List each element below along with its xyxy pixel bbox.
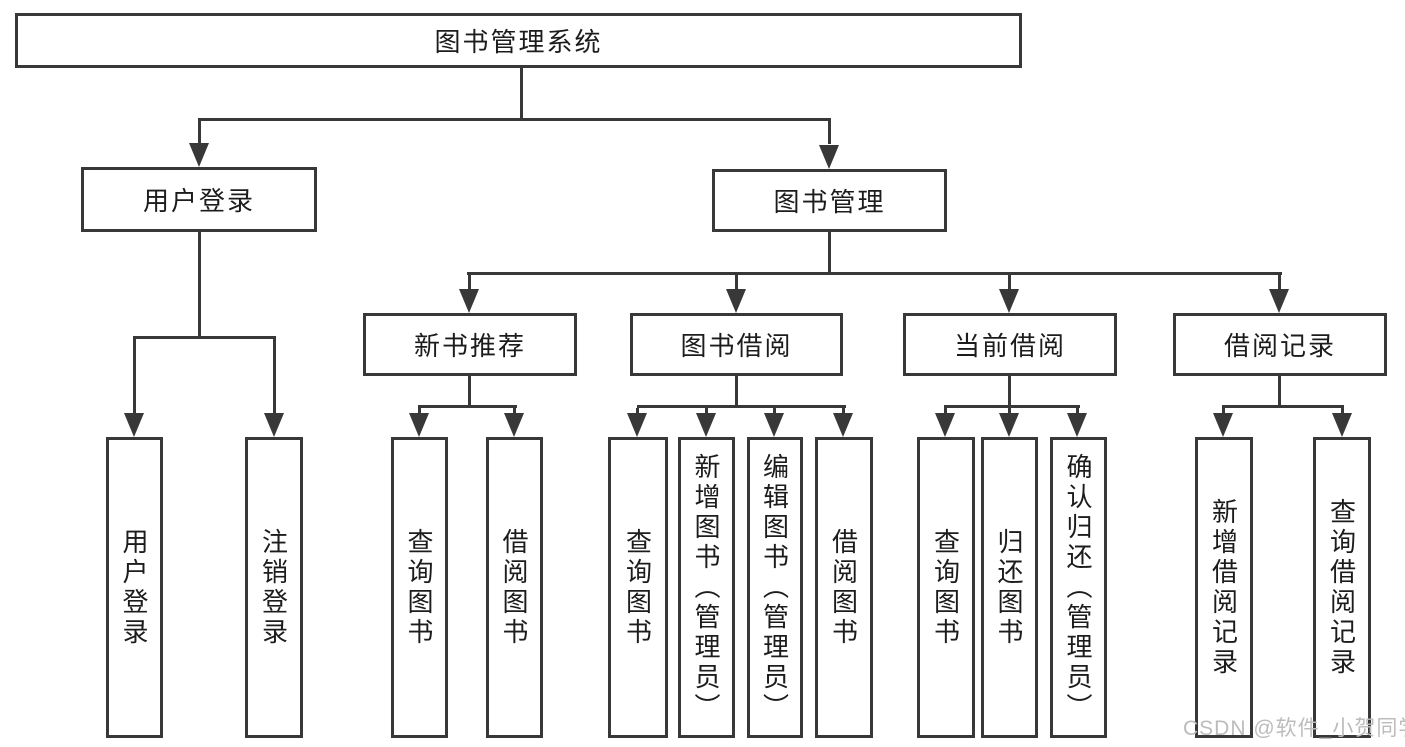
leaf-logout: 注销登录	[245, 437, 303, 738]
arrowhead-down	[833, 413, 853, 437]
connector-stem	[735, 275, 738, 291]
leaf-br-query-record: 查询借阅记录	[1313, 437, 1371, 738]
connector-stem	[273, 339, 276, 415]
connector-userlogin-hbar	[133, 336, 276, 339]
arrowhead-down	[264, 413, 284, 437]
leaf-cb-query-books: 查询图书	[917, 437, 975, 738]
connector-group-hbar	[418, 405, 517, 408]
watermark: CSDN @软件_小贺同学	[1183, 717, 1405, 740]
connector-group-hbar	[637, 405, 846, 408]
arrowhead-down	[627, 413, 647, 437]
connector-group-hbar	[944, 405, 1080, 408]
arrowhead-down	[1269, 289, 1289, 313]
arrowhead-down	[999, 413, 1019, 437]
connector-userlogin-stem	[198, 232, 201, 339]
connector-stem	[198, 121, 201, 144]
leaf-user-login: 用户登录	[106, 437, 163, 738]
node-book-management: 图书管理	[712, 169, 947, 232]
connector-stem	[636, 408, 639, 416]
arrowhead-down	[1213, 413, 1233, 437]
connector-stem	[842, 408, 845, 416]
connector-stem	[513, 408, 516, 416]
connector-stem	[773, 408, 776, 416]
connector-stem	[1008, 275, 1011, 291]
connector-root-stem	[520, 68, 523, 121]
arrowhead-down	[1067, 413, 1087, 437]
connector-level2-hbar	[198, 118, 831, 121]
connector-bookmgmt-stem	[828, 232, 831, 275]
node-current-borrow: 当前借阅	[903, 313, 1117, 376]
connector-stem	[468, 275, 471, 291]
connector-group-stem	[1008, 376, 1011, 408]
node-root: 图书管理系统	[15, 13, 1022, 68]
arrowhead-down	[819, 145, 839, 169]
node-borrow-records: 借阅记录	[1173, 313, 1387, 376]
connector-stem	[828, 121, 831, 144]
connector-stem	[944, 408, 947, 416]
connector-stem	[418, 408, 421, 416]
leaf-nbr-query-books: 查询图书	[391, 437, 448, 738]
connector-level3-hbar	[467, 272, 1282, 275]
connector-stem	[1008, 408, 1011, 416]
leaf-bb-query-books: 查询图书	[608, 437, 668, 738]
arrowhead-down	[696, 413, 716, 437]
arrowhead-down	[726, 289, 746, 313]
connector-group-stem	[468, 376, 471, 408]
arrowhead-down	[189, 143, 209, 167]
leaf-nbr-borrow-books: 借阅图书	[486, 437, 543, 738]
arrowhead-down	[999, 289, 1019, 313]
node-user-login: 用户登录	[81, 167, 317, 232]
connector-group-stem	[1278, 376, 1281, 408]
leaf-cb-return-books: 归还图书	[981, 437, 1038, 738]
connector-stem	[1222, 408, 1225, 416]
node-book-borrow: 图书借阅	[630, 313, 843, 376]
connector-stem	[1076, 408, 1079, 416]
connector-stem	[1278, 275, 1281, 291]
leaf-bb-add-books-admin: 新增图书（管理员）	[678, 437, 735, 738]
arrowhead-down	[124, 413, 144, 437]
leaf-br-add-record: 新增借阅记录	[1195, 437, 1253, 738]
arrowhead-down	[504, 413, 524, 437]
arrowhead-down	[764, 413, 784, 437]
connector-group-hbar	[1222, 405, 1344, 408]
arrowhead-down	[409, 413, 429, 437]
connector-group-stem	[735, 376, 738, 408]
connector-stem	[705, 408, 708, 416]
connector-stem	[1341, 408, 1344, 416]
arrowhead-down	[935, 413, 955, 437]
arrowhead-down	[1332, 413, 1352, 437]
connector-stem	[133, 339, 136, 415]
arrowhead-down	[459, 289, 479, 313]
leaf-cb-confirm-return-admin: 确认归还（管理员）	[1050, 437, 1107, 738]
leaf-bb-borrow-books: 借阅图书	[815, 437, 873, 738]
node-new-book-recommend: 新书推荐	[363, 313, 577, 376]
leaf-bb-edit-books-admin: 编辑图书（管理员）	[747, 437, 803, 738]
